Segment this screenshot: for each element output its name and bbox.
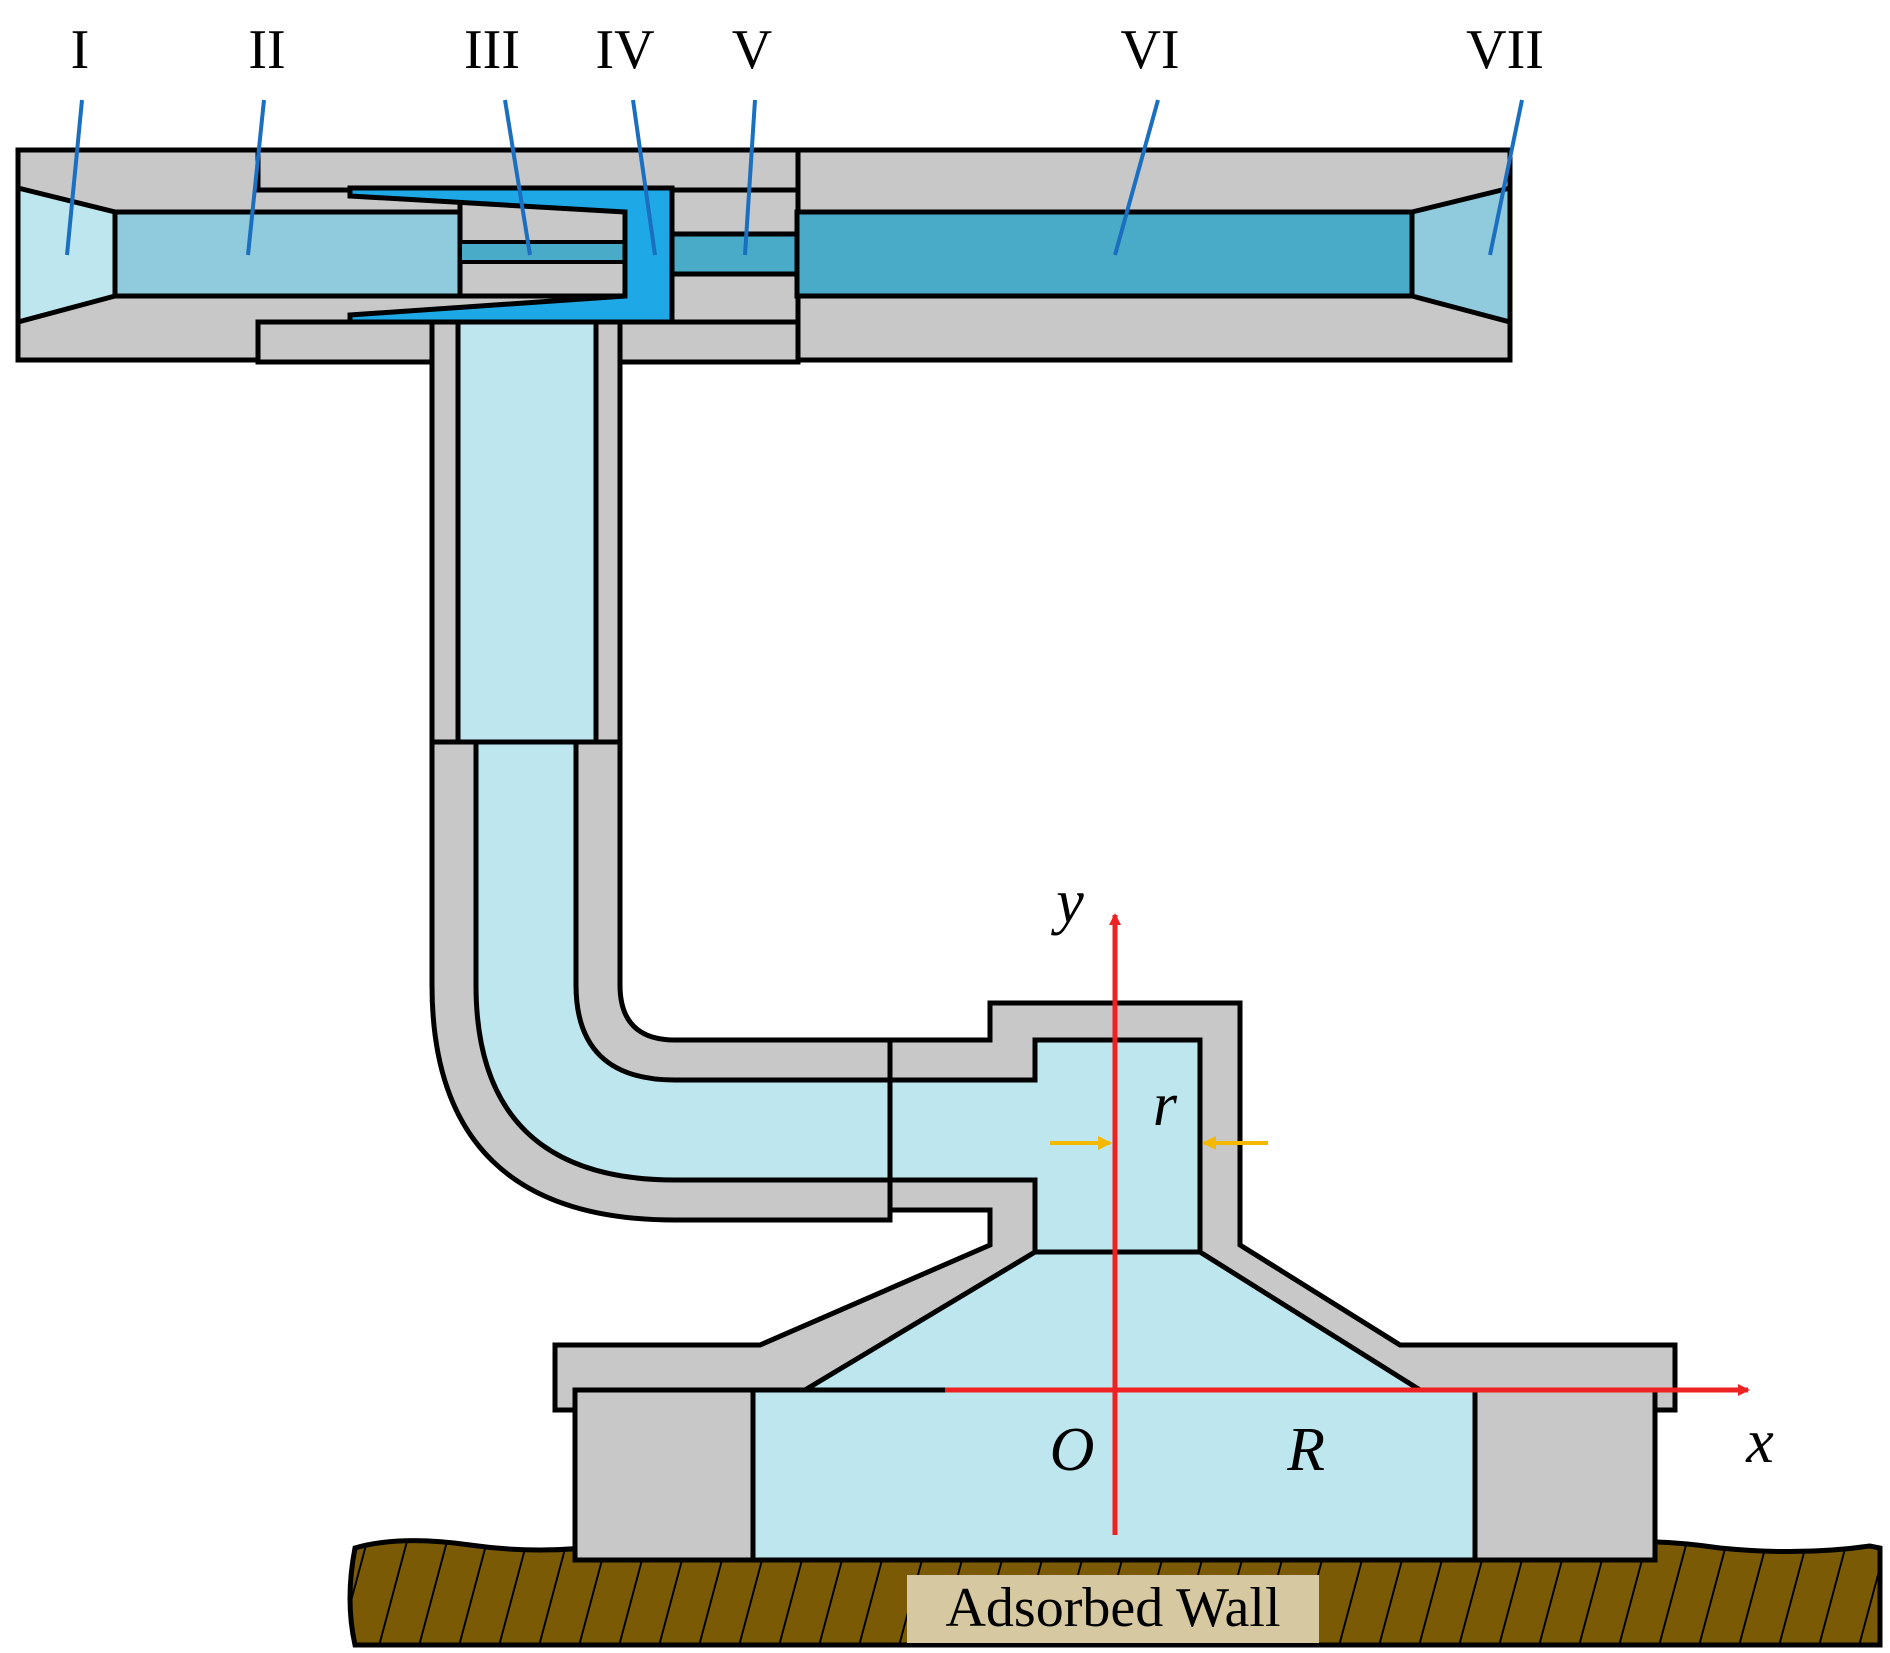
label-iv: IV (595, 19, 654, 81)
leader-ii (246, 99, 266, 256)
label-v: V (732, 19, 772, 81)
region-labels: I II III IV V VI VII (65, 19, 1544, 256)
region-vi-diffuser (794, 209, 1415, 299)
coordinate-axes: y x O R r (945, 868, 1774, 1535)
region-vii-outlet (1409, 184, 1513, 326)
cup-right-pad (1472, 1387, 1658, 1563)
wall-label: Adsorbed Wall (945, 1577, 1280, 1639)
small-radius-label: r (1153, 1071, 1178, 1139)
leader-iv (631, 99, 657, 256)
ejector-body (15, 147, 1513, 365)
pipe-elbow-fluid (473, 739, 893, 1183)
big-radius-label: R (1286, 1416, 1325, 1484)
pipe-upper-fluid (455, 319, 599, 745)
leader-vi (1113, 99, 1160, 256)
label-i: I (71, 19, 90, 81)
leader-iii (503, 99, 532, 256)
origin-label: O (1050, 1416, 1095, 1484)
region-iii-throat (458, 240, 627, 264)
suction-pipe (429, 319, 893, 1223)
label-vi: VI (1120, 19, 1179, 81)
label-ii: II (248, 19, 285, 81)
cup-upper-chamber (887, 1037, 1203, 1255)
label-iii: III (464, 19, 520, 81)
x-axis-label: x (1745, 1408, 1774, 1476)
cup-left-pad (572, 1387, 756, 1563)
ejector-top-step (255, 147, 801, 193)
leader-v (743, 99, 757, 256)
label-vii: VII (1466, 19, 1544, 81)
leader-i (65, 99, 84, 256)
region-ii-chamber (112, 209, 463, 299)
y-axis-label: y (1050, 868, 1084, 936)
leader-vii (1488, 99, 1524, 256)
region-v-throat (669, 231, 800, 277)
wall-label-background (907, 1575, 1319, 1643)
region-i-inlet (15, 184, 118, 326)
